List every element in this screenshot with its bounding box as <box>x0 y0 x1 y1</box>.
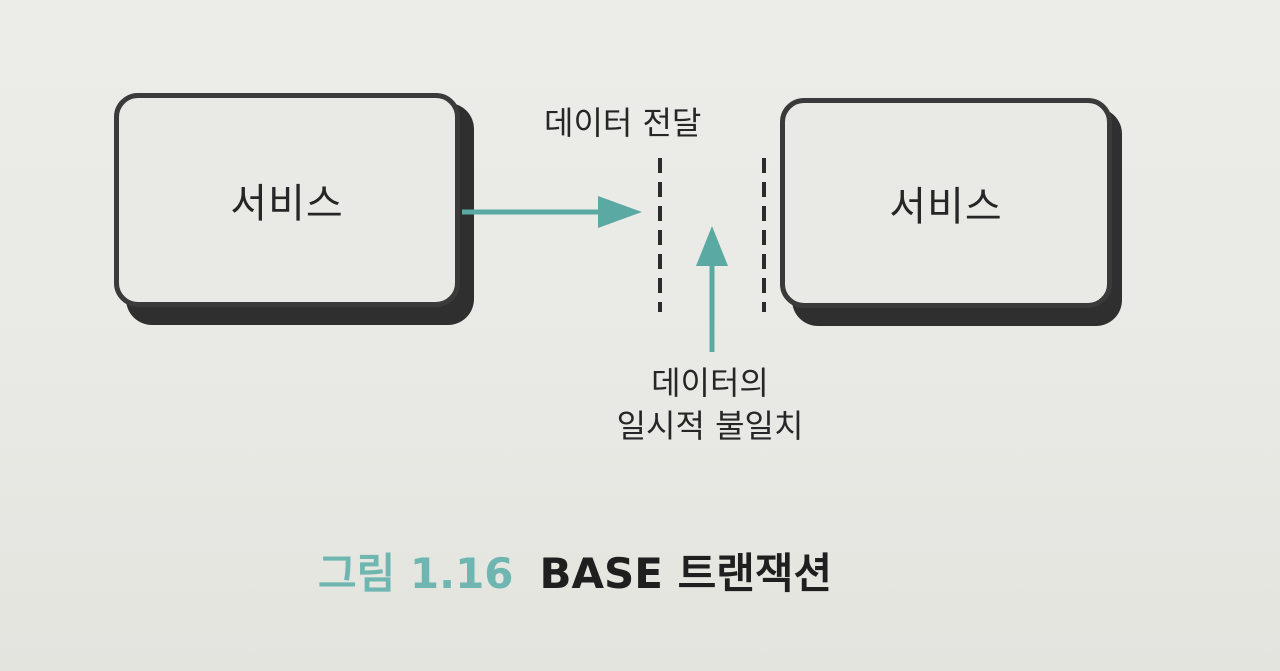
left-service-box: 서비스 <box>114 93 460 307</box>
right-service-box: 서비스 <box>780 98 1112 308</box>
data-inconsistency-label-line1: 데이터의 <box>651 364 769 402</box>
transfer-arrow-head <box>598 196 642 228</box>
data-inconsistency-label-line2: 일시적 불일치 <box>616 407 804 446</box>
right-service-label: 서비스 <box>889 184 1003 230</box>
data-transfer-label: 데이터 전달 <box>544 104 702 142</box>
inconsistency-arrow-head <box>696 226 728 266</box>
data-inconsistency-label: 데이터의 일시적 불일치 <box>560 362 860 448</box>
figure-number: 그림 1.16 <box>318 549 514 598</box>
figure-caption: 그림 1.16 BASE 트랜잭션 <box>318 540 832 601</box>
left-service-label: 서비스 <box>230 181 344 227</box>
figure-title: BASE 트랜잭션 <box>539 549 833 598</box>
